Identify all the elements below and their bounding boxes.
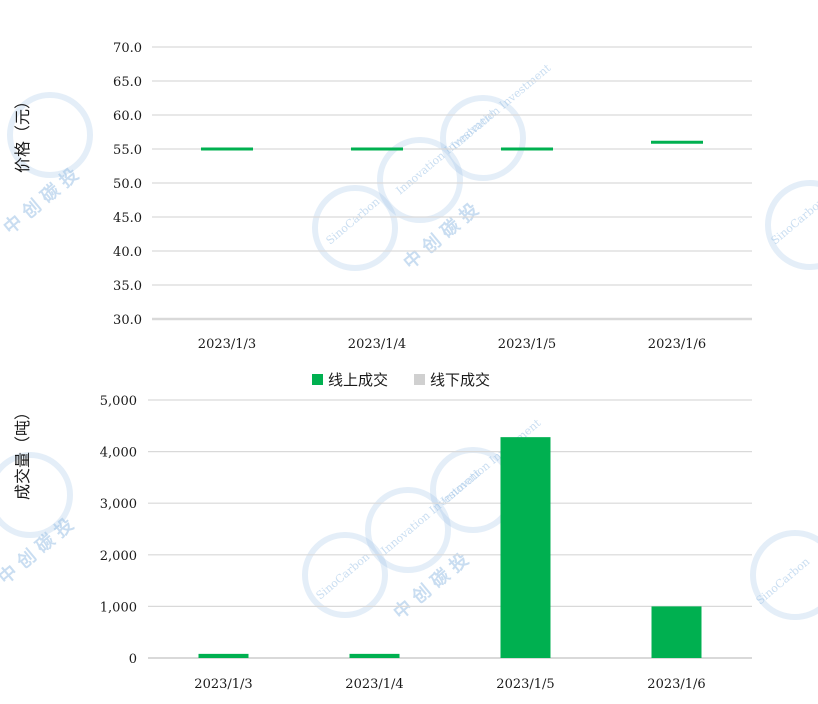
volume-y-tick-label: 1,000 <box>100 600 137 615</box>
price-x-tick-label: 2023/1/6 <box>648 337 706 352</box>
watermark-text-0: SinoCarbon <box>324 195 383 247</box>
watermark-ring-0 <box>7 92 93 178</box>
volume-x-tick-label: 2023/1/6 <box>647 677 705 692</box>
watermark-ring-9 <box>750 530 818 620</box>
price-y-tick-label: 45.0 <box>113 211 142 226</box>
volume-x-tick-label: 2023/1/4 <box>345 677 403 692</box>
volume-y-tick-label: 5,000 <box>100 394 137 409</box>
volume-y-tick-label: 3,000 <box>100 497 137 512</box>
volume-y-tick-label: 4,000 <box>100 446 137 461</box>
price-y-axis-label: 价格（元） <box>13 93 32 173</box>
price-y-tick-label: 30.0 <box>113 313 142 328</box>
watermark-ring-5 <box>0 452 73 538</box>
price-y-tick-label: 50.0 <box>113 177 142 192</box>
volume-x-tick-label: 2023/1/3 <box>194 677 252 692</box>
volume-y-tick-label: 0 <box>129 652 137 667</box>
price-chart: 70.0 65.0 60.0 55.0 50.0 45.0 40.0 35.0 30.0 2023… <box>13 41 752 352</box>
legend-label-0: 线上成交 <box>328 371 388 389</box>
watermark-cn-0: 中 创 碳 投 <box>399 199 483 274</box>
price-y-tick-label: 55.0 <box>113 143 142 158</box>
price-y-tick-label: 70.0 <box>113 41 142 56</box>
watermark-ring-1 <box>312 185 398 271</box>
watermark-ring-4 <box>765 180 818 270</box>
watermark-ring-7 <box>365 487 451 573</box>
watermark-text-7: SinoCarbon <box>754 555 813 607</box>
volume-bar-online <box>198 653 249 658</box>
legend-swatch-1 <box>414 374 425 385</box>
watermark-ring-3 <box>440 95 526 181</box>
volume-bar-online <box>500 437 551 658</box>
price-y-tick-label: 40.0 <box>113 245 142 260</box>
price-x-tick-label: 2023/1/4 <box>348 337 406 352</box>
legend-swatch-0 <box>312 374 323 385</box>
legend-label-1: 线下成交 <box>430 371 490 389</box>
watermark-text-3: SinoCarbon <box>314 550 373 602</box>
watermark-cn-3: 中 创 碳 投 <box>0 514 78 589</box>
watermark-ring-6 <box>302 532 388 618</box>
volume-chart: 5,000 4,000 3,000 2,000 1,000 0 2023/1/3 2023/1… <box>13 371 752 692</box>
price-x-tick-label: 2023/1/5 <box>498 337 556 352</box>
price-y-tick-label: 60.0 <box>113 109 142 124</box>
price-x-tick-label: 2023/1/3 <box>198 337 256 352</box>
volume-bar-online <box>651 606 702 658</box>
watermark-ring-2 <box>377 137 463 223</box>
volume-y-tick-label: 2,000 <box>100 549 137 564</box>
price-y-tick-label: 65.0 <box>113 75 142 90</box>
watermark-text-2: Innovation Investment <box>449 61 554 152</box>
volume-x-tick-label: 2023/1/5 <box>496 677 554 692</box>
price-y-tick-label: 35.0 <box>113 279 142 294</box>
volume-y-axis-label: 成交量（吨） <box>13 404 32 500</box>
volume-bar-online <box>349 653 400 658</box>
